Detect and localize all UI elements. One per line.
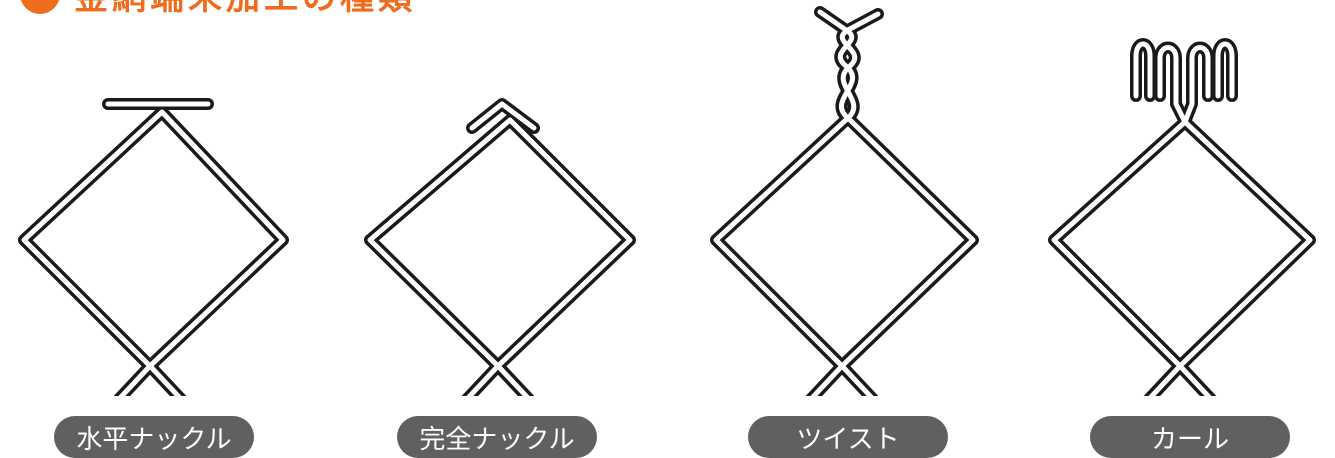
title-bullet-icon: [20, 0, 60, 14]
label-twist: ツイスト: [748, 416, 948, 458]
twist-diagram: [710, 6, 979, 396]
curl-diagram: [1048, 38, 1316, 396]
label-full-knuckle: 完全ナックル: [397, 416, 597, 458]
full-knuckle-diagram: [364, 98, 636, 396]
label-horizontal-knuckle: 水平ナックル: [54, 416, 254, 458]
section-title: 金網端末加工の種類: [0, 0, 416, 18]
label-curl: カール: [1090, 416, 1290, 458]
horizontal-knuckle-diagram: [18, 98, 289, 396]
title-text: 金網端末加工の種類: [74, 0, 416, 19]
